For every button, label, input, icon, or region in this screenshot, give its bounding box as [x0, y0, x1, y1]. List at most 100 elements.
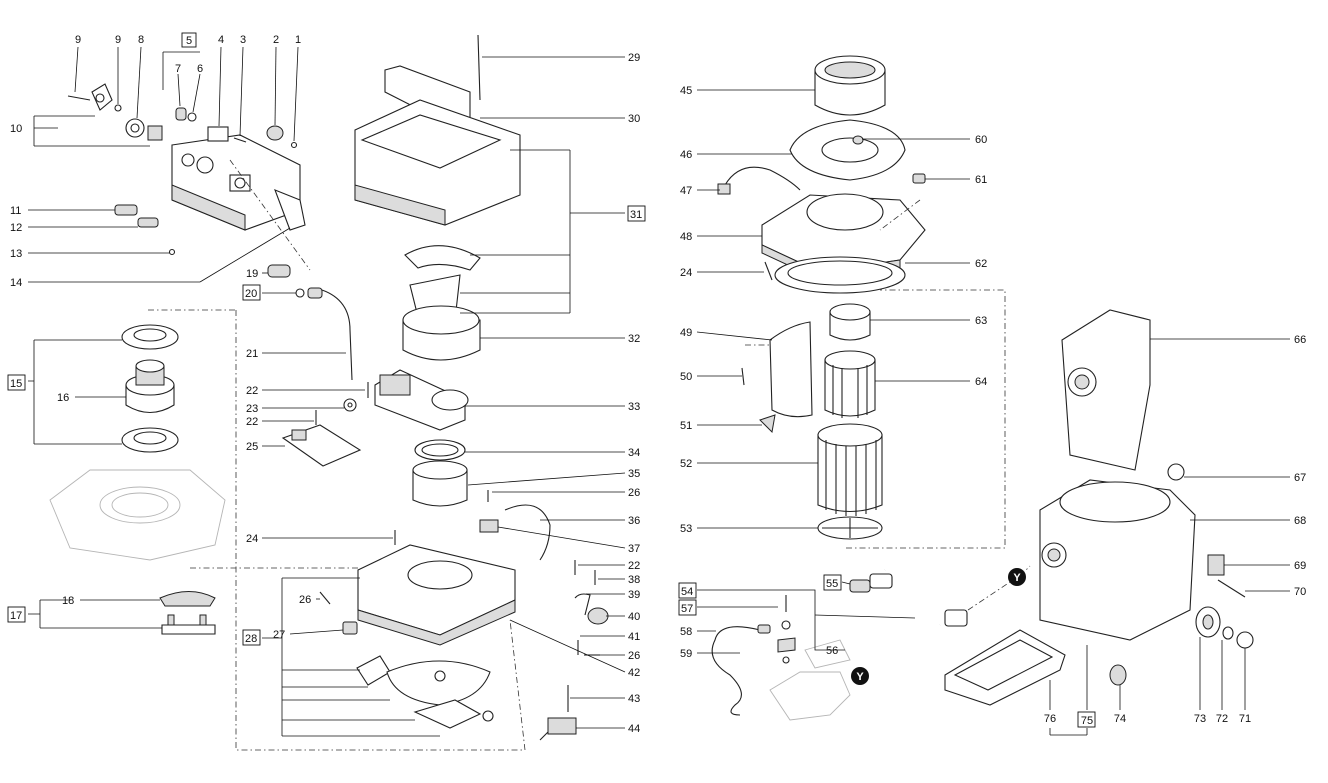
callout-41: 41	[628, 631, 640, 643]
label-plate-part-4	[207, 126, 229, 142]
plug-part-61	[912, 173, 926, 184]
callout-3: 3	[240, 34, 246, 46]
shield-part-49	[769, 321, 813, 418]
callout-43: 43	[628, 693, 640, 705]
bushing-part-7	[175, 107, 197, 122]
callout-64: 64	[975, 376, 987, 388]
tank-part-68	[1039, 479, 1196, 641]
clip-part-27	[342, 621, 358, 635]
callout-40: 40	[628, 611, 640, 623]
motor-housing-ghost	[49, 469, 226, 561]
assembly-axis-hose	[967, 581, 1011, 611]
callout-72: 72	[1216, 713, 1228, 725]
screw-part-29	[477, 34, 481, 101]
assembly-axis-panel	[229, 159, 311, 271]
screw-part-9a	[67, 95, 91, 101]
callout-57: 57	[681, 603, 693, 615]
terminal-part-37	[479, 519, 499, 533]
cap-part-2	[266, 125, 284, 141]
callout-24: 24	[680, 267, 692, 279]
callout-30: 30	[628, 113, 640, 125]
gasket-ring-part-62	[774, 256, 906, 294]
callout-74: 74	[1114, 713, 1126, 725]
callout-4: 4	[218, 34, 224, 46]
callout-24: 24	[246, 533, 258, 545]
connector-part-11-12	[114, 204, 159, 228]
callout-52: 52	[680, 458, 692, 470]
callout-59: 59	[680, 648, 692, 660]
nozzle-part-55	[849, 573, 893, 593]
callout-26: 26	[628, 487, 640, 499]
callout-33: 33	[628, 401, 640, 413]
filter-cage-part-64	[824, 350, 876, 418]
callout-58: 58	[680, 626, 692, 638]
callout-55: 55	[826, 578, 838, 590]
bowl-part-32	[402, 305, 481, 361]
callout-26: 26	[628, 650, 640, 662]
motor-gasket-bottom	[121, 427, 179, 453]
callout-22: 22	[246, 385, 258, 397]
gasket-part-34	[414, 439, 466, 461]
castor-part-74	[1109, 664, 1127, 686]
leader-lines	[28, 46, 1290, 737]
tube-part-58	[711, 626, 761, 716]
power-tool-ghost	[769, 639, 851, 721]
callout-49: 49	[680, 327, 692, 339]
callout-70: 70	[1294, 586, 1306, 598]
callout-47: 47	[680, 185, 692, 197]
callout-50: 50	[680, 371, 692, 383]
plate-part-46	[789, 119, 906, 181]
callout-20: 20	[245, 288, 257, 300]
callout-28: 28	[245, 633, 257, 645]
callout-31: 31	[630, 209, 642, 221]
filter-base-part-53	[817, 516, 883, 540]
callout-14: 14	[10, 277, 22, 289]
callout-9: 9	[75, 34, 81, 46]
wire-harness-part-47	[717, 166, 801, 195]
callout-46: 46	[680, 149, 692, 161]
hose-part-21	[321, 289, 353, 381]
callout-35: 35	[628, 468, 640, 480]
callout-68: 68	[1294, 515, 1306, 527]
coupling-part-56b	[944, 609, 968, 627]
callout-17: 17	[10, 610, 22, 622]
circuit-board-part-25	[281, 424, 362, 467]
sleeve-part-19	[267, 264, 291, 278]
callout-26: 26	[299, 594, 311, 606]
fitting-part-20	[295, 287, 323, 299]
screw-part-26b	[319, 591, 331, 605]
sensor-part-40	[587, 607, 609, 625]
control-panel-housing	[171, 134, 301, 231]
callout-63: 63	[975, 315, 987, 327]
filter-ring-part-35	[412, 460, 468, 507]
switch-module-part-33	[374, 369, 469, 431]
housing-part-48	[761, 193, 926, 281]
callout-66: 66	[1294, 334, 1306, 346]
callout-7: 7	[175, 63, 181, 75]
callout-8: 8	[138, 34, 144, 46]
y-marker-right: Y	[1008, 568, 1026, 586]
screw-part-24b	[764, 261, 773, 281]
callout-9: 9	[115, 34, 121, 46]
callout-32: 32	[628, 333, 640, 345]
foot-part-18	[159, 591, 216, 607]
screw-part-50	[741, 367, 745, 386]
callout-6: 6	[197, 63, 203, 75]
assembly-axis-cover	[745, 199, 921, 346]
latch-part-69	[1207, 554, 1225, 576]
callout-1: 1	[295, 34, 301, 46]
callout-36: 36	[628, 515, 640, 527]
seal-part-60	[852, 135, 864, 145]
cover-ring-part-45	[814, 55, 886, 116]
callout-5: 5	[186, 35, 192, 47]
callout-23: 23	[246, 403, 258, 415]
knob-part-23	[343, 398, 357, 412]
washer-part-72	[1222, 626, 1234, 640]
callout-22: 22	[628, 560, 640, 572]
callout-10: 10	[10, 123, 22, 135]
foot-base-part-17	[161, 614, 216, 635]
seal-part-67	[1167, 463, 1185, 481]
callout-labels: 9 9 8 5 7 6 4 3 2 1 10 11 12 13 14 15 16…	[10, 34, 1306, 735]
callout-19: 19	[246, 268, 258, 280]
